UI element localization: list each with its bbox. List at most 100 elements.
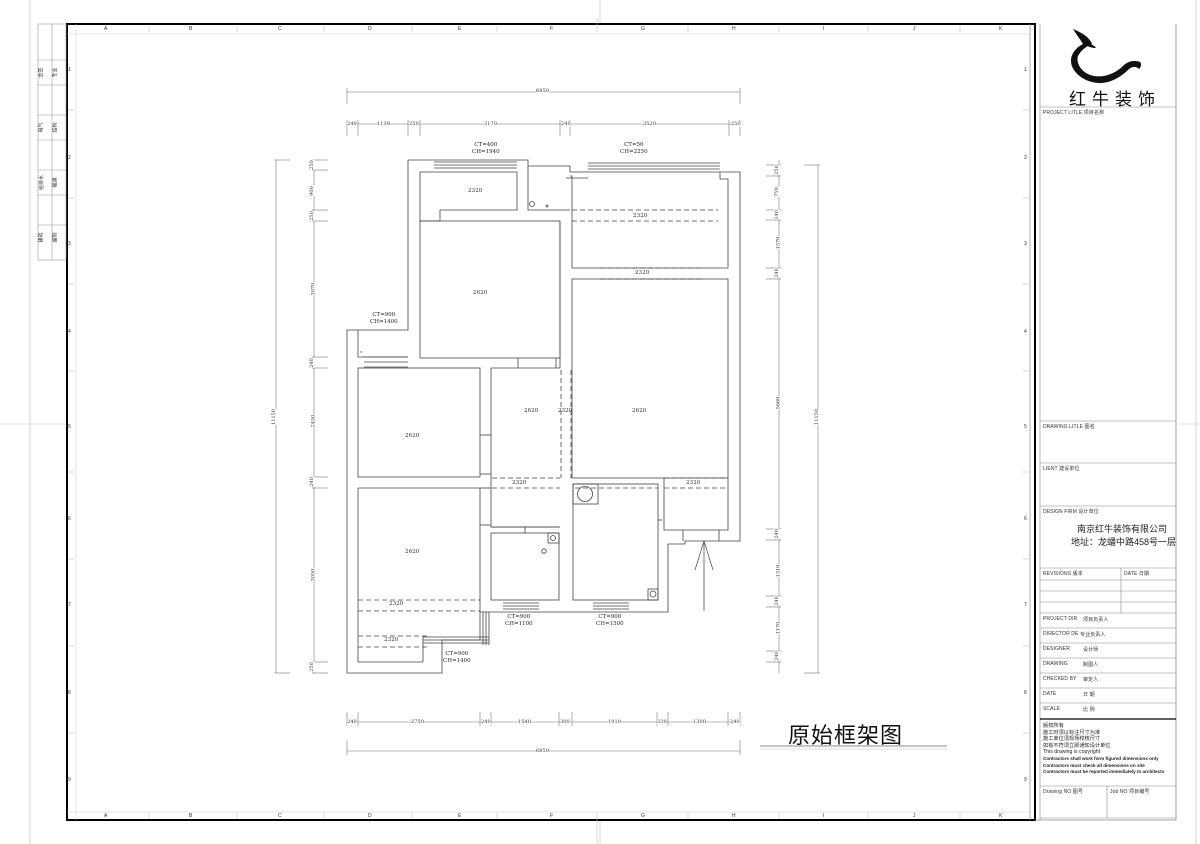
dim-bottom-seg: 1540 (518, 719, 532, 725)
left-signoff-strip (37, 23, 67, 261)
dim-right-seg: 240 (773, 210, 780, 220)
grid-row-label: 4 (1024, 329, 1027, 335)
dim-right-seg: 5660 (775, 396, 782, 410)
grid-col-label: G (641, 26, 645, 32)
dim-right-seg: 1170 (775, 621, 782, 635)
grid-col-label: C (278, 26, 282, 32)
dim-left-seg: 240 (308, 358, 315, 368)
grid-col-label: D (368, 813, 372, 819)
dim-right-total: 11150 (813, 409, 820, 425)
logo-text: 红牛装饰 (1069, 90, 1161, 110)
window-ct: CT=900 (598, 614, 622, 620)
floor-plan (346, 159, 741, 674)
strip-label: 会签 (38, 67, 45, 78)
window-ch: CH=2250 (620, 149, 648, 155)
window-note: CT=400 CH=1940 (472, 142, 500, 156)
row-label-en: DATE (1043, 691, 1057, 697)
grid-row-label: 9 (68, 777, 71, 783)
grid-row-label: 5 (1024, 424, 1027, 430)
row-label-en: DESIGNER (1043, 646, 1070, 652)
dim-right-seg: 1310 (775, 564, 782, 578)
grid-row-label: 6 (1024, 516, 1027, 522)
grid-col-label: E (458, 26, 462, 32)
room-height: 2320 (468, 188, 483, 194)
dim-top-seg: 250 (409, 121, 419, 127)
grid-row-label: 7 (68, 602, 71, 608)
dim-right-seg: 240 (773, 596, 780, 606)
strip-label: 建筑 (38, 232, 45, 243)
grid-row-label: 7 (1024, 602, 1027, 608)
dim-right-seg: 750 (773, 187, 780, 197)
drawing-title-label: DRAWING LITLE 图名 (1043, 424, 1095, 430)
grid-row-label: 6 (68, 516, 71, 522)
grid-row-label: 4 (68, 329, 71, 335)
grid-col-label: A (104, 26, 108, 32)
dim-right-seg: 250 (773, 165, 780, 175)
strip-label: 专业 (52, 67, 59, 78)
room-height: 2620 (405, 549, 420, 555)
room-height: 2320 (686, 480, 701, 486)
copyright-line: This drawing is copyright (1043, 749, 1101, 756)
dim-right-seg: 1570 (775, 236, 782, 250)
row-label-en: DRAWING (1043, 661, 1068, 667)
dim-bottom-seg: 1910 (608, 719, 622, 725)
grid-col-label: H (732, 26, 736, 32)
room-height: 2320 (512, 480, 527, 486)
grid-col-label: H (732, 813, 736, 819)
grid-col-label: K (999, 813, 1003, 819)
dim-right-seg: 240 (773, 529, 780, 539)
grid-col-label: D (368, 26, 372, 32)
strip-label: 编制 (52, 232, 59, 243)
window-ch: CH=1940 (472, 149, 500, 155)
grid-col-label: I (823, 26, 825, 32)
room-height: 2320 (633, 213, 648, 219)
grid-row-label: 1 (1024, 67, 1027, 73)
dim-bottom-seg: 300 (560, 719, 570, 725)
job-no-label: Job NO 项目编号 (1110, 789, 1150, 795)
dimension-lines (274, 88, 820, 755)
strip-label: 给排水 (39, 174, 46, 191)
dim-left-seg: 250 (308, 160, 315, 170)
design-firm-label: DESIGN FIRM 设计单位 (1043, 509, 1099, 515)
window-ct: CT=900 (445, 651, 469, 657)
firm-name: 南京红牛装饰有限公司 (1077, 524, 1168, 534)
grid-row-label: 3 (1024, 241, 1027, 247)
dim-left-seg: 250 (308, 662, 315, 672)
client-label: LIENT 建设单位 (1043, 466, 1080, 472)
dim-left-seg: 240 (308, 477, 315, 487)
room-height: 2620 (405, 433, 420, 439)
row-label-cn: 设计师 (1083, 647, 1099, 653)
dim-left-seg: 250 (308, 211, 315, 221)
window-note: CT=900 CH=1400 (370, 312, 398, 326)
window-ct: CT=900 (372, 312, 396, 318)
grid-col-label: G (641, 813, 645, 819)
row-label-cn: 制图人 (1083, 662, 1099, 668)
copyright-notice: 版权所有 施工时须以标注尺寸为准 施工单位须现场校核尺寸 如有不符须立即通知设计… (1043, 723, 1164, 776)
window-note: CT=50 CH=2250 (620, 142, 648, 156)
project-title-label: PROJECT LITLE 项目名称 (1043, 110, 1105, 116)
room-height: 2620 (632, 408, 647, 414)
grid-row-label: 5 (68, 424, 71, 430)
dim-left-total: 11150 (270, 409, 277, 425)
firm-address: 地址：龙蟠中路458号一层 (1071, 537, 1177, 547)
room-height: 2320 (389, 601, 404, 607)
grid-col-label: J (913, 26, 916, 32)
entry-arrow-icon (694, 540, 714, 611)
grid-col-label: E (458, 813, 462, 819)
dim-left-seg: 2450 (310, 414, 317, 428)
dim-bottom-seg: 240 (481, 719, 491, 725)
grid-row-label: 9 (1024, 777, 1027, 783)
dim-bottom-seg: 2750 (411, 719, 425, 725)
grid-col-label: C (278, 813, 282, 819)
dim-top-seg: 240 (561, 121, 571, 127)
window-ct: CT=400 (474, 142, 498, 148)
window-ch: CH=1400 (370, 319, 398, 325)
copyright-line: 施工时须以标注尺寸为准 (1043, 729, 1101, 736)
dim-bottom-seg: 240 (730, 719, 740, 725)
grid-row-label: 8 (1024, 690, 1027, 696)
dim-top-seg: 1130 (377, 121, 391, 127)
room-height: 2320 (384, 637, 399, 643)
dim-bottom-total: 6850 (536, 748, 550, 754)
grid-col-label: A (104, 813, 108, 819)
